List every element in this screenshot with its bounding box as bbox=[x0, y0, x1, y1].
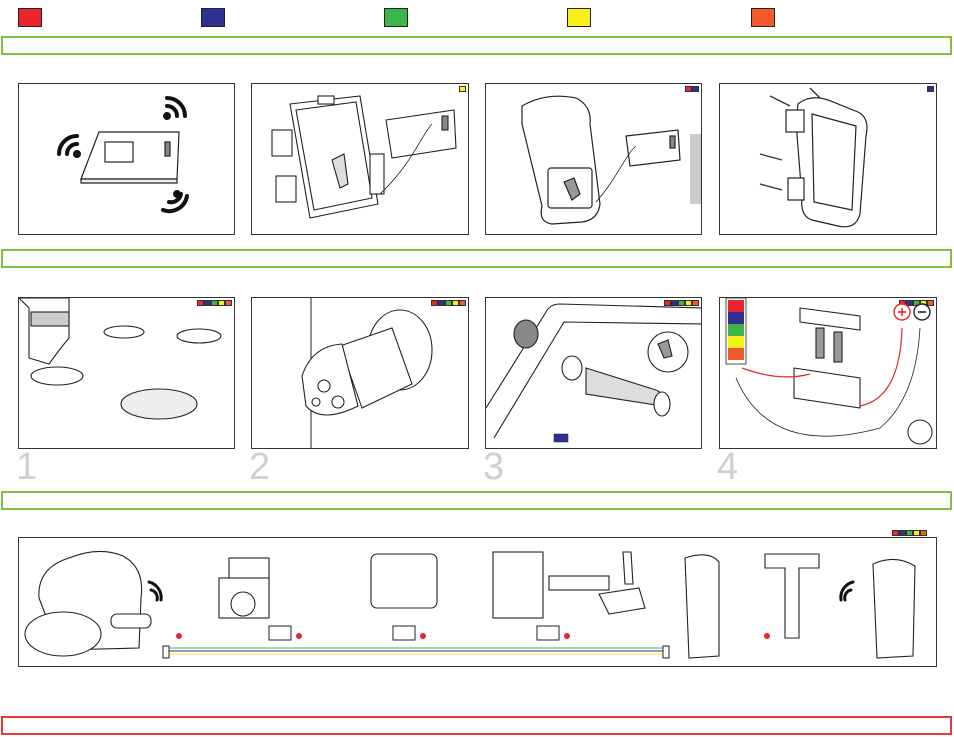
legend-swatch-blue bbox=[201, 8, 225, 27]
section-band-2 bbox=[1, 249, 952, 268]
arrow-right-icon bbox=[690, 134, 702, 204]
color-tag bbox=[906, 530, 913, 536]
panel-wireless-module bbox=[18, 83, 235, 235]
panel-cable-gland bbox=[485, 297, 702, 449]
step-number-4: 4 bbox=[717, 448, 738, 486]
color-tag bbox=[899, 530, 906, 536]
color-tag bbox=[920, 530, 927, 536]
panel-connector bbox=[251, 297, 469, 449]
panel-joystick-housing bbox=[485, 83, 702, 235]
panel-fuse-holder bbox=[719, 297, 937, 449]
section-band-bottom bbox=[1, 716, 952, 735]
plus-icon bbox=[894, 304, 910, 320]
system-overview-panel bbox=[18, 537, 937, 667]
legend-swatch-green bbox=[384, 8, 408, 27]
legend-swatch-yellow bbox=[567, 8, 591, 27]
panel-assembled-housing bbox=[719, 83, 937, 235]
wifi-icon bbox=[165, 98, 185, 118]
panel-cutouts bbox=[18, 297, 235, 449]
section-band-1 bbox=[1, 36, 952, 55]
step-number-1: 1 bbox=[16, 448, 37, 486]
color-tag bbox=[913, 530, 920, 536]
panel-controller-box bbox=[251, 83, 469, 235]
legend-swatch-orange bbox=[751, 8, 775, 27]
color-tag bbox=[892, 530, 899, 536]
minus-icon bbox=[914, 304, 930, 320]
color-tags-system bbox=[892, 530, 927, 536]
legend-swatch-red bbox=[18, 8, 42, 27]
step-number-2: 2 bbox=[249, 448, 270, 486]
step-number-3: 3 bbox=[483, 448, 504, 486]
section-band-3 bbox=[1, 491, 952, 510]
